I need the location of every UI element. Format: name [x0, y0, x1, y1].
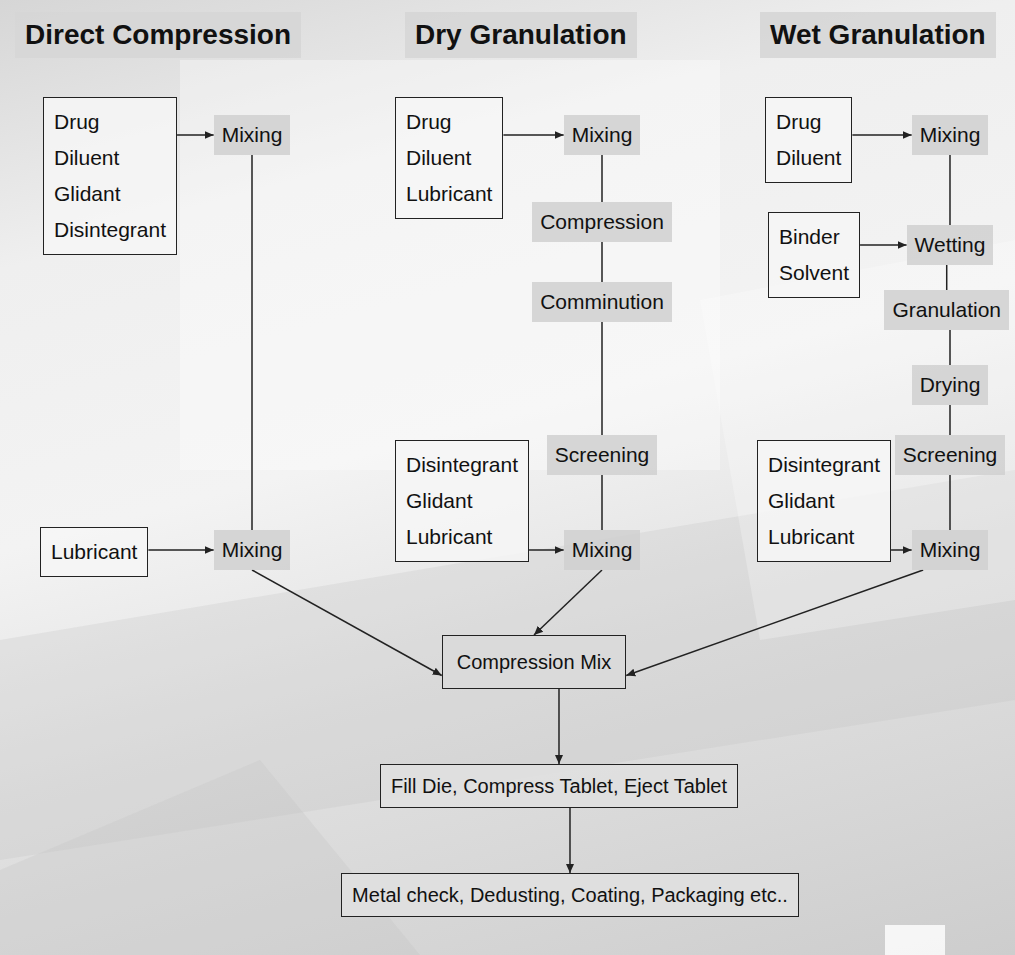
node-text: Mixing [572, 536, 633, 564]
node-text: Mixing [920, 121, 981, 149]
flow-connector [601, 155, 603, 202]
flow-connector [558, 689, 560, 764]
column-heading: Direct Compression [15, 12, 301, 58]
process-step: Mixing [564, 530, 641, 570]
node-text: Drug Diluent Glidant Disintegrant [54, 104, 166, 248]
node-text: Drug Diluent [776, 104, 841, 176]
node-text: Mixing [920, 536, 981, 564]
flow-connector [529, 549, 564, 551]
node-text: Granulation [892, 296, 1001, 324]
flow-connector [252, 570, 442, 676]
process-step: Comminution [532, 282, 672, 322]
ingredient-box: Disintegrant Glidant Lubricant [757, 440, 891, 562]
process-step: Screening [547, 435, 658, 475]
node-text: Disintegrant Glidant Lubricant [406, 447, 518, 555]
process-step: Wetting [907, 225, 994, 265]
node-text: Mixing [572, 121, 633, 149]
process-step: Screening [895, 435, 1006, 475]
node-text: Screening [903, 441, 998, 469]
node-text: Disintegrant Glidant Lubricant [768, 447, 880, 555]
process-step: Mixing [214, 530, 291, 570]
ingredient-box: Disintegrant Glidant Lubricant [395, 440, 529, 562]
node-text: Binder Solvent [779, 219, 849, 291]
column-heading: Dry Granulation [405, 12, 637, 58]
flow-connector [891, 549, 912, 551]
flow-connector [177, 134, 214, 136]
ingredient-box: Drug Diluent [765, 97, 852, 183]
background-shade [0, 760, 420, 955]
flow-connector [148, 549, 213, 551]
node-text: Mixing [222, 536, 283, 564]
node-text: Mixing [222, 121, 283, 149]
ingredient-box: Drug Diluent Glidant Disintegrant [43, 97, 177, 255]
background-panel [700, 240, 1015, 640]
node-text: Lubricant [51, 534, 137, 570]
ingredient-box: Binder Solvent [768, 212, 860, 298]
flow-connector [949, 475, 951, 530]
flow-connector [569, 808, 571, 873]
background-panel [180, 60, 720, 470]
flow-connector [949, 405, 951, 435]
process-step: Mixing [214, 115, 291, 155]
node-text: Comminution [540, 288, 664, 316]
process-step: Mixing [912, 115, 989, 155]
node-text: Compression [540, 208, 664, 236]
flow-connector [949, 155, 951, 225]
flow-connector [946, 265, 948, 290]
process-step: Compression [532, 202, 672, 242]
process-box: Fill Die, Compress Tablet, Eject Tablet [380, 764, 738, 808]
node-text: Direct Compression [25, 16, 291, 54]
flow-connector [503, 134, 563, 136]
node-text: Compression Mix [457, 649, 611, 675]
process-step: Drying [912, 365, 989, 405]
ingredient-box: Lubricant [40, 527, 148, 577]
node-text: Fill Die, Compress Tablet, Eject Tablet [391, 773, 727, 799]
flow-connector [601, 322, 603, 435]
flow-connector [601, 475, 603, 530]
corner-icon [885, 925, 945, 955]
column-heading: Wet Granulation [760, 12, 996, 58]
process-step: Granulation [884, 290, 1009, 330]
flow-connector [860, 244, 907, 246]
process-box: Metal check, Dedusting, Coating, Packagi… [341, 873, 799, 917]
ingredient-box: Drug Diluent Lubricant [395, 97, 503, 219]
flow-connector [626, 570, 923, 676]
process-step: Mixing [912, 530, 989, 570]
compression-mix-box: Compression Mix [442, 635, 626, 689]
flow-connector [601, 242, 603, 282]
node-text: Dry Granulation [415, 16, 627, 54]
node-text: Metal check, Dedusting, Coating, Packagi… [352, 882, 788, 908]
node-text: Wet Granulation [770, 16, 986, 54]
process-step: Mixing [564, 115, 641, 155]
flow-connector [251, 155, 253, 530]
node-text: Drying [920, 371, 981, 399]
flow-connector [852, 134, 911, 136]
node-text: Screening [555, 441, 650, 469]
flow-connector [534, 570, 602, 635]
node-text: Drug Diluent Lubricant [406, 104, 492, 212]
flow-connector [949, 330, 951, 365]
node-text: Wetting [915, 231, 986, 259]
